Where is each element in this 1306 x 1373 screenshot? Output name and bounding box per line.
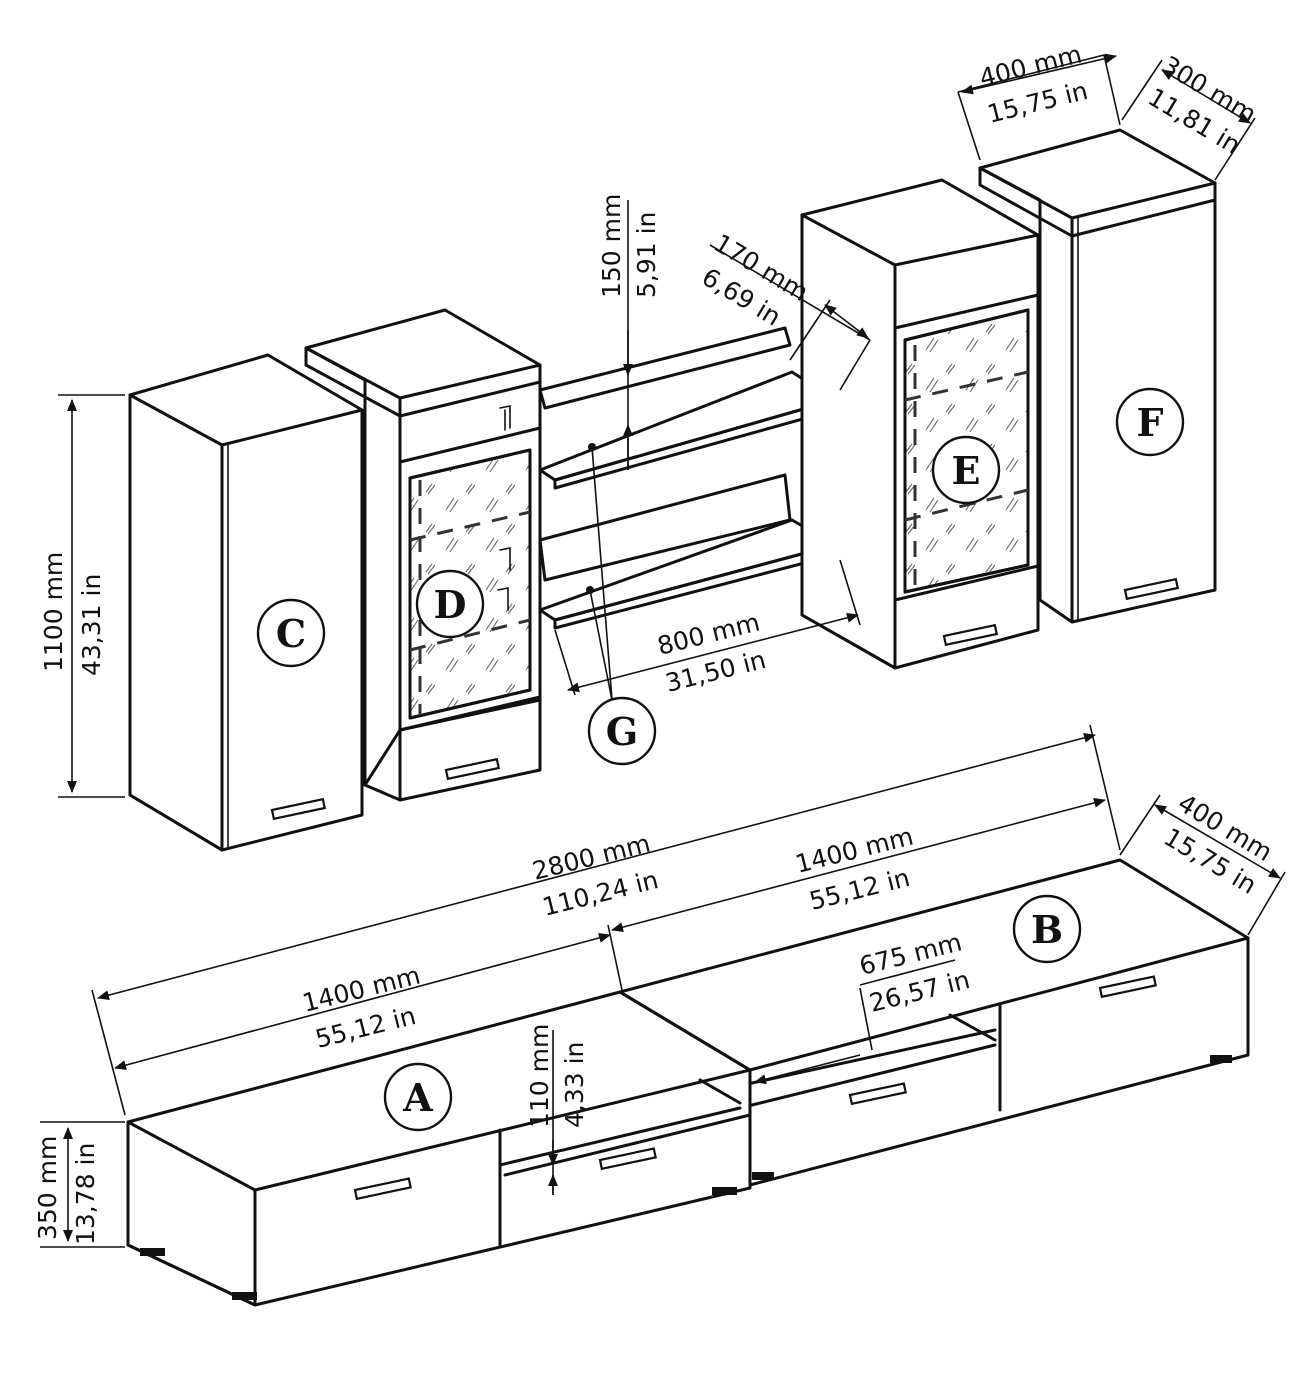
label-b-text: B <box>1031 907 1063 952</box>
dim-niche-height-in: 4,33 in <box>560 1042 589 1128</box>
dim-shelf-gap-in: 5,91 in <box>632 212 661 298</box>
cabinet-c <box>128 353 364 852</box>
label-c: C <box>256 598 326 668</box>
label-a-text: A <box>402 1075 433 1120</box>
label-f-text: F <box>1137 400 1164 445</box>
shelves-g <box>538 326 837 701</box>
label-b: B <box>1012 894 1082 964</box>
dim-c-height-mm: 1100 mm <box>39 552 68 672</box>
label-e-text: E <box>952 448 981 493</box>
label-g: G <box>587 696 657 766</box>
label-e: E <box>931 435 1001 505</box>
dim-a-height-in: 13,78 in <box>71 1143 100 1245</box>
dimension-lines <box>40 53 1286 1248</box>
dim-a-height-mm: 350 mm <box>33 1136 62 1240</box>
label-f: F <box>1115 387 1185 457</box>
cabinet-f <box>978 128 1217 624</box>
label-d-text: D <box>434 582 467 627</box>
cabinet-e <box>800 178 1040 670</box>
label-d: D <box>415 569 485 639</box>
label-g-text: G <box>606 709 638 754</box>
tv-unit-a <box>126 990 752 1307</box>
dim-c-height-in: 43,31 in <box>77 574 106 676</box>
dim-shelf-gap-mm: 150 mm <box>597 194 626 298</box>
dim-niche-height-mm: 110 mm <box>525 1024 554 1128</box>
component-labels: A B C D E F G <box>256 387 1185 1132</box>
label-a: A <box>383 1062 453 1132</box>
cabinet-d <box>304 308 542 802</box>
label-c-text: C <box>276 611 306 656</box>
